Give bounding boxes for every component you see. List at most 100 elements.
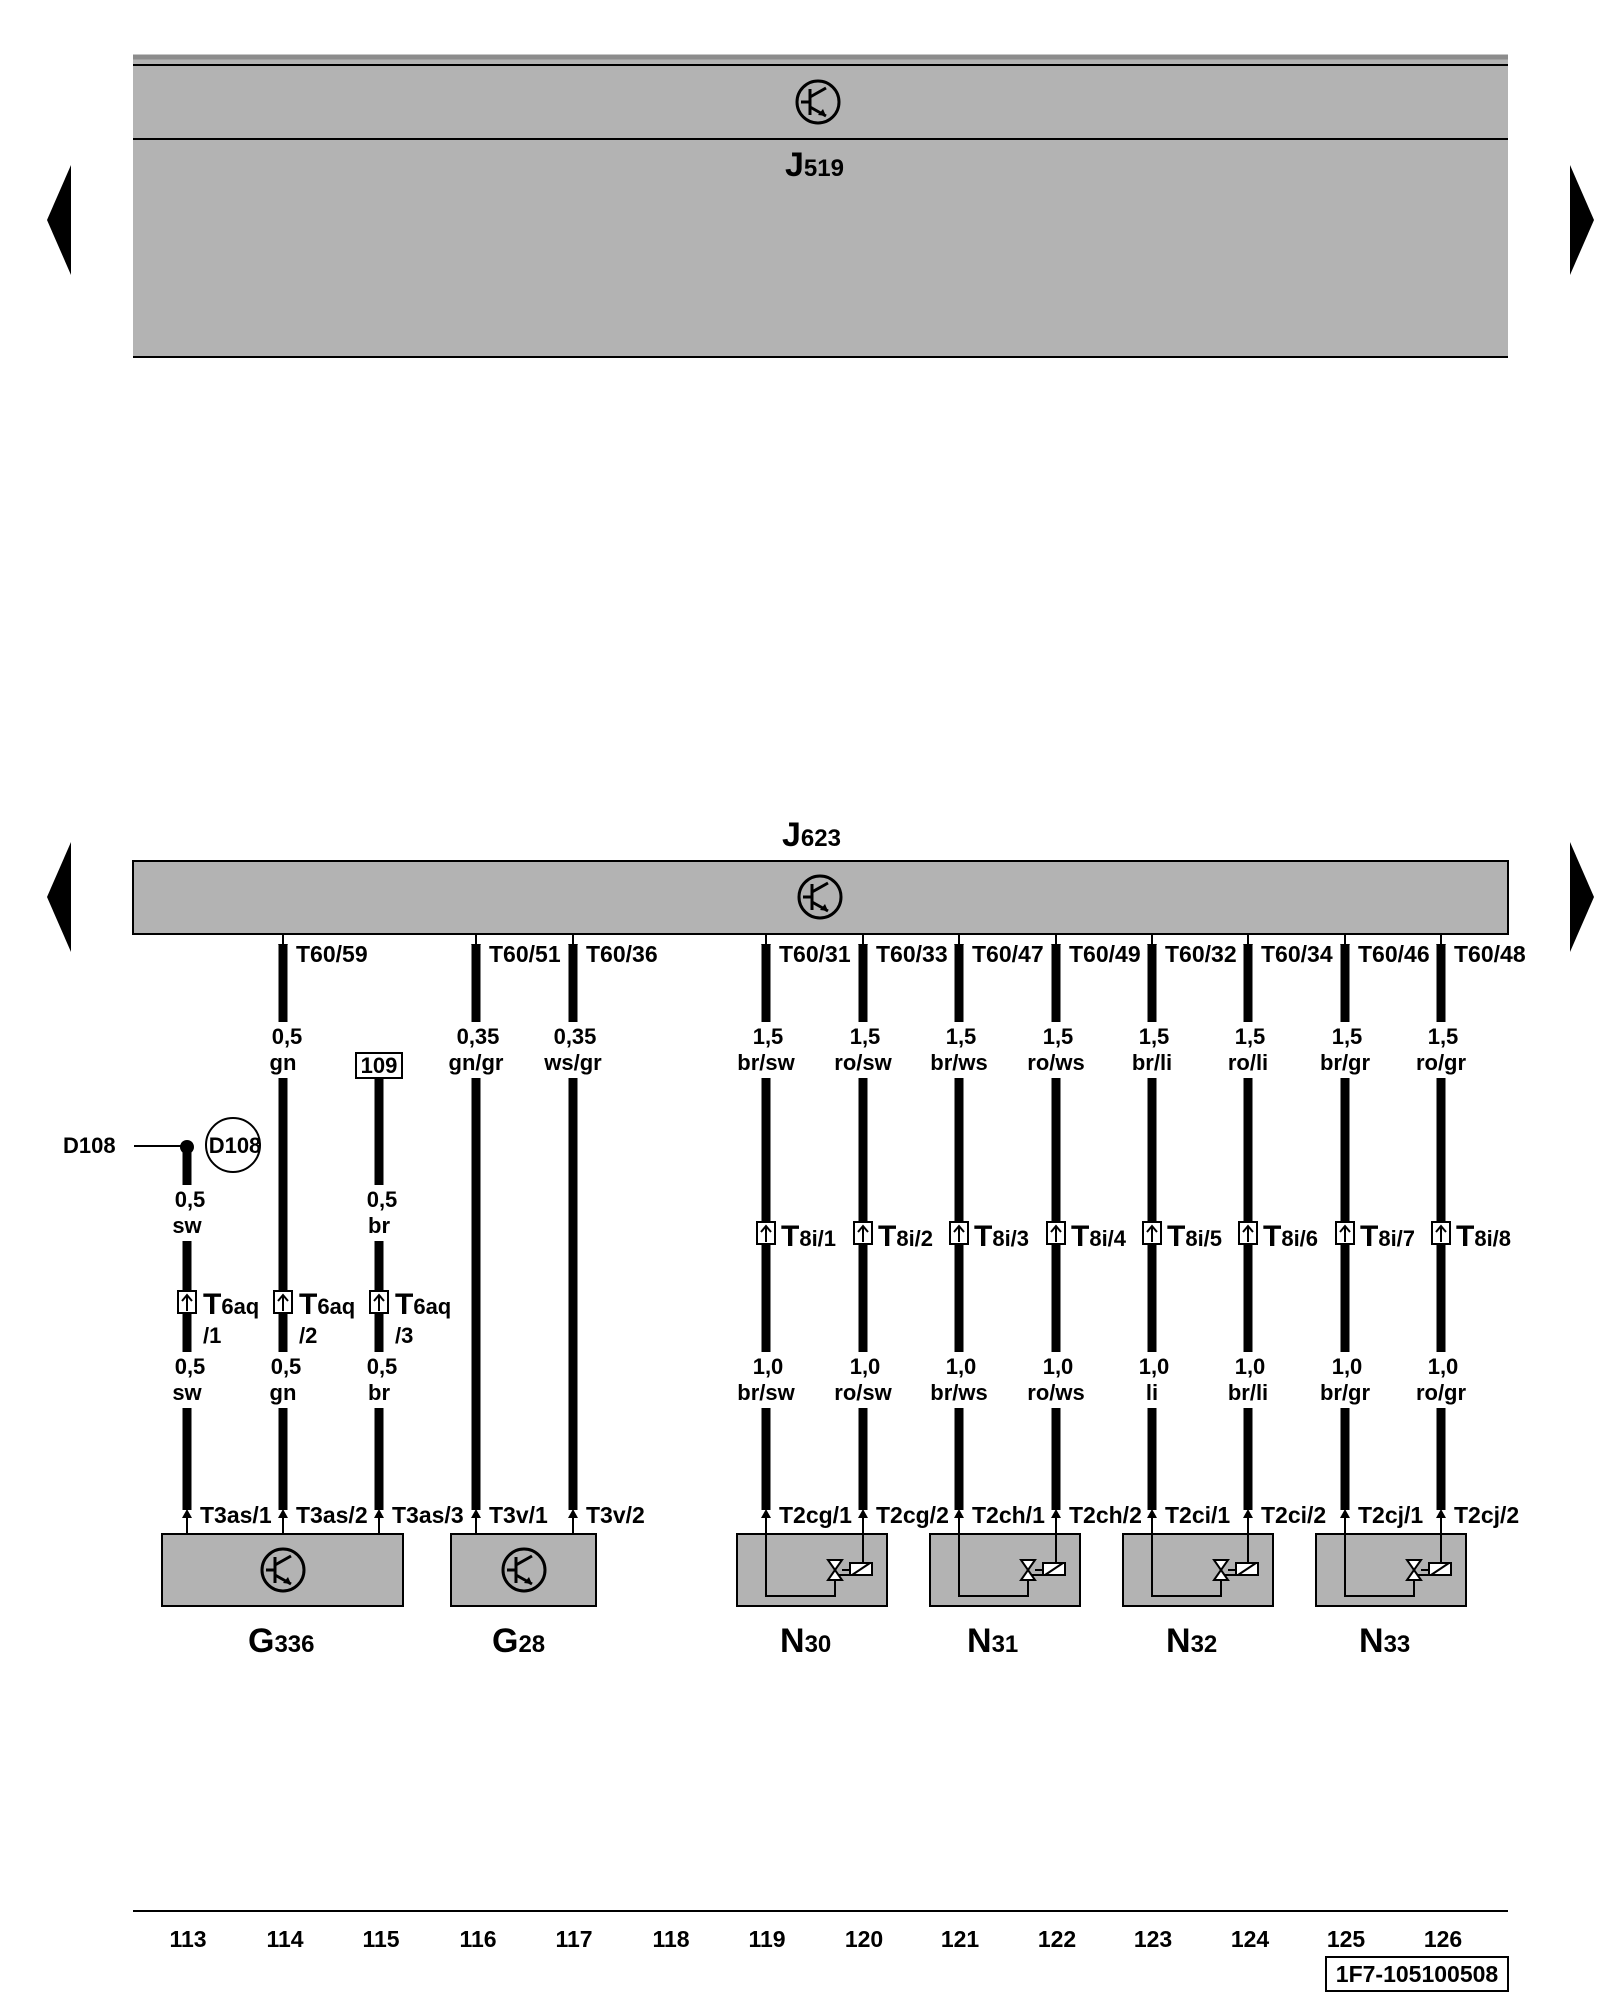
wire-size: 1,5 bbox=[753, 1024, 784, 1049]
connector-label: T8i/5 bbox=[1167, 1220, 1222, 1253]
connector-label: T8i/6 bbox=[1263, 1220, 1318, 1253]
pin-label: T60/36 bbox=[586, 941, 658, 967]
wire-color: br/ws bbox=[930, 1380, 987, 1405]
wire-size: 1,5 bbox=[850, 1024, 881, 1049]
triangle-left-icon[interactable] bbox=[47, 165, 71, 275]
document-id: 1F7-105100508 bbox=[1325, 1956, 1509, 1992]
track-number: 124 bbox=[1231, 1926, 1270, 1952]
module-j623: J623 bbox=[132, 816, 1509, 935]
pin-label: T60/49 bbox=[1069, 941, 1141, 967]
wire-size: 1,0 bbox=[1428, 1354, 1459, 1379]
pin-label: T3v/1 bbox=[489, 1502, 548, 1528]
connector-pin-icon bbox=[1142, 1221, 1162, 1245]
wire-color: gn bbox=[270, 1380, 297, 1405]
wire-color: ro/sw bbox=[834, 1380, 892, 1405]
component-label: G28 bbox=[492, 1622, 545, 1660]
connector-pin-number: /1 bbox=[203, 1323, 221, 1348]
track-number: 125 bbox=[1327, 1926, 1366, 1952]
component-label: N32 bbox=[1166, 1622, 1217, 1660]
wire-color: ro/ws bbox=[1027, 1050, 1084, 1075]
wire-color: br/gr bbox=[1320, 1050, 1371, 1075]
wire-size: 0,5 bbox=[175, 1354, 206, 1379]
wire-color: ro/gr bbox=[1416, 1050, 1467, 1075]
wire-size: 1,5 bbox=[1043, 1024, 1074, 1049]
component-n31: N31 bbox=[929, 1533, 1081, 1660]
pin-label: T60/31 bbox=[779, 941, 851, 967]
component-n33: N33 bbox=[1315, 1533, 1467, 1660]
connector-label: T8i/8 bbox=[1456, 1220, 1511, 1253]
wire-size: 1,5 bbox=[1428, 1024, 1459, 1049]
pin-label: T2ch/2 bbox=[1069, 1502, 1142, 1528]
connector-label: T8i/3 bbox=[974, 1220, 1029, 1253]
wire-size: 1,0 bbox=[753, 1354, 784, 1379]
wire-specs-upper: 0,5 gn 0,35 gn/gr 0,35 ws/gr 1,5 br/sw 1… bbox=[258, 1022, 1475, 1078]
wire-size: 1,0 bbox=[850, 1354, 881, 1379]
triangle-left-icon[interactable] bbox=[47, 842, 71, 952]
connector-t6aq: T6aq T6aq T6aq /1 /2 /3 bbox=[177, 1280, 462, 1348]
wire-specs-mid: 0,5 sw 0,5 br bbox=[162, 1185, 404, 1241]
wire-color: gn bbox=[270, 1050, 297, 1075]
connector-label: T8i/7 bbox=[1360, 1220, 1415, 1253]
wire-color: gn/gr bbox=[449, 1050, 504, 1075]
connector-pin-icon bbox=[1046, 1221, 1066, 1245]
pin-label: T60/59 bbox=[296, 941, 368, 967]
track-number: 121 bbox=[941, 1926, 980, 1952]
splice-d108: D108 D108 bbox=[63, 1117, 261, 1173]
wire-color: br/gr bbox=[1320, 1380, 1371, 1405]
wire-size: 1,0 bbox=[1043, 1354, 1074, 1379]
component-label: N31 bbox=[967, 1622, 1018, 1660]
pin-label: T2ci/2 bbox=[1261, 1502, 1326, 1528]
wire-color: ro/li bbox=[1228, 1050, 1268, 1075]
connector-pin-number: /3 bbox=[395, 1323, 413, 1348]
wire-size: 1,0 bbox=[1332, 1354, 1363, 1379]
triangle-right-icon[interactable] bbox=[1570, 842, 1594, 952]
svg-text:1F7-105100508: 1F7-105100508 bbox=[1336, 1961, 1499, 1987]
pin-arrows-bottom bbox=[182, 1509, 1446, 1534]
wire-color: br/li bbox=[1228, 1380, 1268, 1405]
pin-label: T2ci/1 bbox=[1165, 1502, 1230, 1528]
svg-text:109: 109 bbox=[361, 1053, 398, 1078]
wire-size: 1,0 bbox=[1235, 1354, 1266, 1379]
pin-label: T60/33 bbox=[876, 941, 948, 967]
component-label: N30 bbox=[780, 1622, 831, 1660]
reference-box-109[interactable]: 109 bbox=[355, 1052, 403, 1079]
connector-label: T8i/2 bbox=[878, 1220, 933, 1253]
wire-color: br bbox=[368, 1213, 390, 1238]
connector-pin-icon bbox=[949, 1221, 969, 1245]
pin-label: T3as/1 bbox=[200, 1502, 272, 1528]
module-label-j519: J519 bbox=[785, 146, 844, 184]
connector-pin-icon bbox=[273, 1290, 293, 1314]
module-j519: J519 bbox=[133, 54, 1508, 358]
wire-specs-lower: 0,5 sw 0,5 gn 0,5 br 1,0 br/sw 1,0 ro/sw… bbox=[162, 1352, 1475, 1408]
wire-color: br/sw bbox=[737, 1380, 795, 1405]
pin-arrows-top bbox=[278, 934, 1446, 953]
pin-label: T60/51 bbox=[489, 941, 561, 967]
pin-label: T3as/3 bbox=[392, 1502, 464, 1528]
wire-color: sw bbox=[172, 1380, 202, 1405]
pin-label: T2cj/2 bbox=[1454, 1502, 1519, 1528]
pin-label: T3v/2 bbox=[586, 1502, 645, 1528]
wire-color: br/sw bbox=[737, 1050, 795, 1075]
wire-size: 0,35 bbox=[554, 1024, 597, 1049]
component-n30: N30 bbox=[736, 1533, 888, 1660]
triangle-right-icon[interactable] bbox=[1570, 165, 1594, 275]
wire-size: 1,5 bbox=[946, 1024, 977, 1049]
track-number: 115 bbox=[362, 1926, 399, 1952]
wire-size: 0,5 bbox=[367, 1354, 398, 1379]
connector-pin-icon bbox=[756, 1221, 776, 1245]
track-number: 114 bbox=[266, 1926, 303, 1952]
component-g28: G28 bbox=[450, 1533, 597, 1660]
wire-color: ro/sw bbox=[834, 1050, 892, 1075]
connector-label: T6aq bbox=[203, 1288, 259, 1321]
pin-label: T2ch/1 bbox=[972, 1502, 1045, 1528]
connector-pin-number: /2 bbox=[299, 1323, 317, 1348]
solenoid-valve-icon bbox=[826, 1559, 873, 1581]
connector-label: T6aq bbox=[299, 1288, 355, 1321]
pin-label: T2cg/2 bbox=[876, 1502, 949, 1528]
connector-pin-icon bbox=[1431, 1221, 1451, 1245]
wire-color: sw bbox=[172, 1213, 202, 1238]
connector-pin-icon bbox=[369, 1290, 389, 1314]
wire-color: ro/gr bbox=[1416, 1380, 1467, 1405]
wire-color: ws/gr bbox=[543, 1050, 602, 1075]
